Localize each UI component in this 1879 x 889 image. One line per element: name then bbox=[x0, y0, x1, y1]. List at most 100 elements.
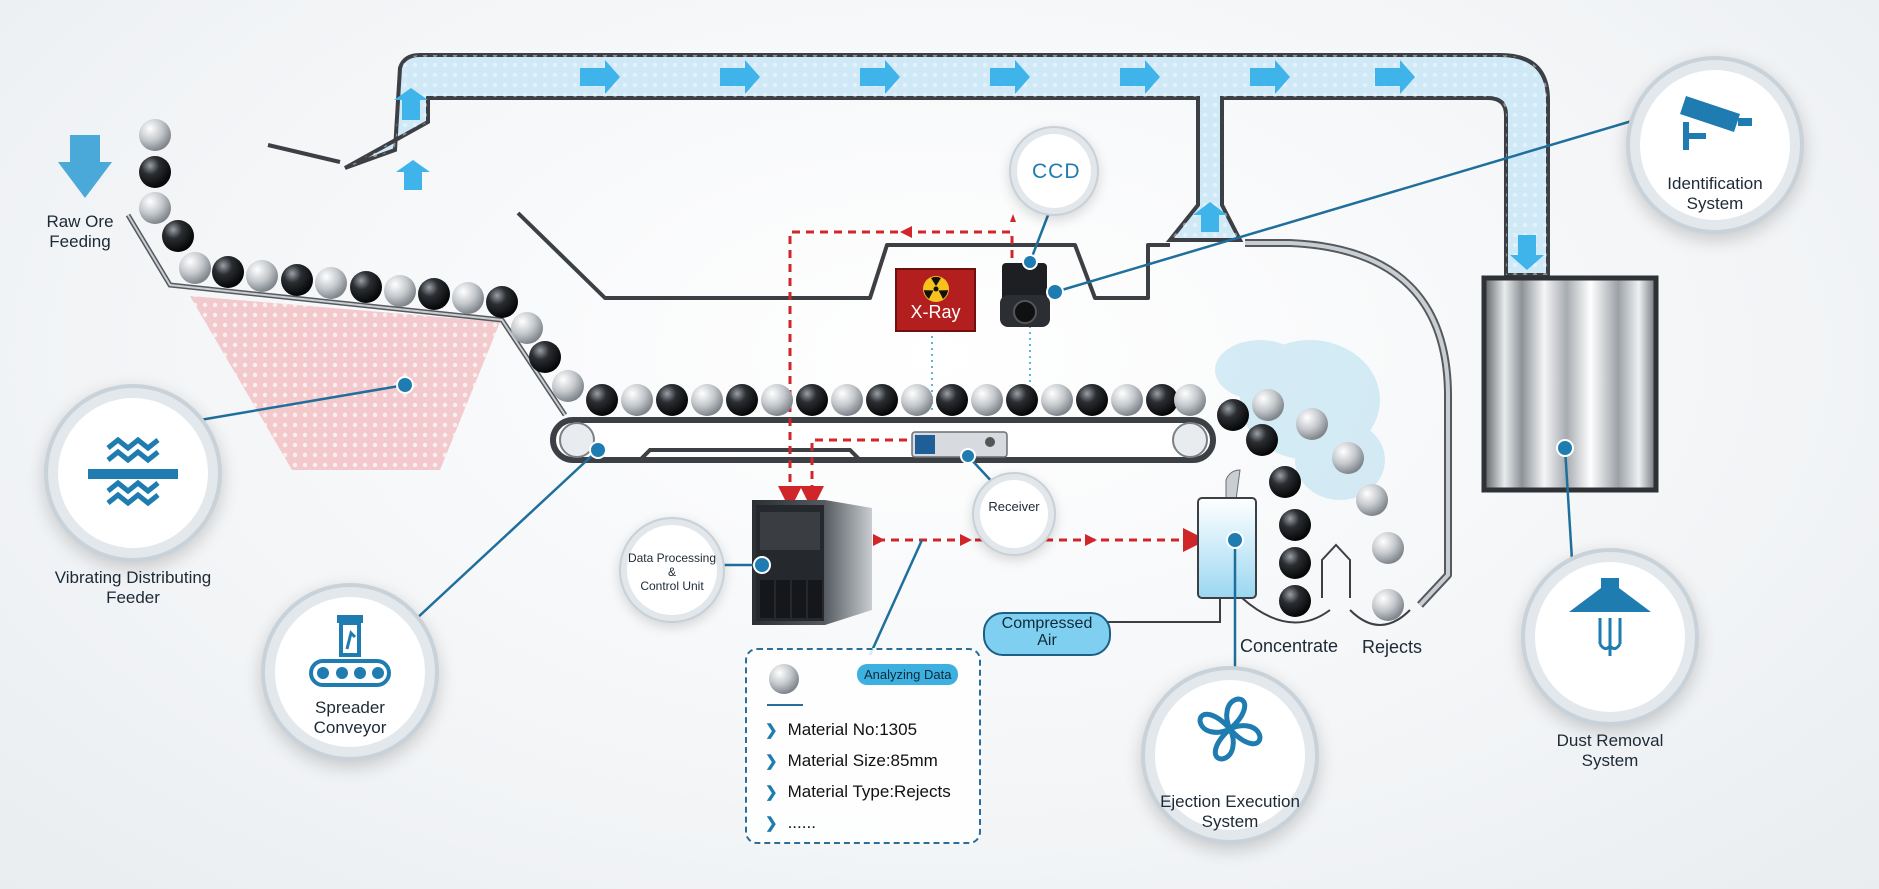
ore-ball bbox=[212, 256, 244, 288]
spreader-conveyor-badge bbox=[275, 597, 425, 747]
ore-ball bbox=[1356, 484, 1388, 516]
ore-ball bbox=[418, 278, 450, 310]
ore-ball bbox=[1246, 424, 1278, 456]
ore-ball bbox=[1006, 384, 1038, 416]
analyzing-data-panel: Analyzing Data ❯Material No:1305 ❯Materi… bbox=[745, 648, 981, 844]
ore-ball bbox=[1111, 384, 1143, 416]
ore-ball bbox=[936, 384, 968, 416]
ore-ball bbox=[552, 370, 584, 402]
airflow-arrow bbox=[720, 60, 760, 94]
ore-ball bbox=[1217, 399, 1249, 431]
ore-ball bbox=[901, 384, 933, 416]
vibrating-feeder-badge bbox=[58, 398, 208, 548]
server-unit bbox=[752, 500, 872, 625]
ore-ball bbox=[1252, 389, 1284, 421]
info-item: ❯Material No:1305 bbox=[765, 720, 917, 740]
signal-lines bbox=[778, 230, 1207, 552]
concentrate-label: Concentrate bbox=[1240, 636, 1339, 656]
signal-arrowheads bbox=[873, 214, 1097, 546]
detection-beams bbox=[931, 320, 1031, 412]
ore-ball bbox=[726, 384, 758, 416]
ore-sample-icon bbox=[769, 664, 799, 694]
info-item-text: Material No:1305 bbox=[787, 720, 918, 739]
identification-badge bbox=[1640, 70, 1790, 220]
ejector-nozzle bbox=[1107, 469, 1411, 626]
ore-ball bbox=[315, 267, 347, 299]
radiation-icon bbox=[922, 276, 949, 302]
chevron-right-icon: ❯ bbox=[765, 815, 778, 832]
info-item-text: Material Type:Rejects bbox=[787, 782, 951, 801]
ore-ball bbox=[350, 271, 382, 303]
vibrating-feeder-hopper bbox=[125, 213, 568, 470]
airflow-arrow bbox=[1120, 60, 1160, 94]
camera-icon bbox=[1680, 96, 1752, 150]
ore-ball bbox=[1279, 509, 1311, 541]
dust-collector bbox=[1481, 275, 1659, 493]
info-item: ❯...... bbox=[765, 813, 816, 833]
ore-ball bbox=[831, 384, 863, 416]
ore-ball bbox=[1279, 547, 1311, 579]
data-processing-label: Data Processing & Control Unit bbox=[627, 551, 717, 593]
chevron-right-icon: ❯ bbox=[765, 753, 778, 770]
spreader-conveyor-label: Spreader Conveyor bbox=[313, 698, 387, 737]
ore-ball bbox=[691, 384, 723, 416]
ore-ball bbox=[384, 275, 416, 307]
info-item: ❯ Material Size:85mm bbox=[765, 751, 938, 771]
ore-ball bbox=[139, 119, 171, 151]
ore-ball bbox=[1332, 442, 1364, 474]
ccd-badge bbox=[1017, 134, 1091, 208]
receiver-badge bbox=[980, 480, 1048, 548]
callout-lines bbox=[199, 116, 1643, 680]
identification-label: Identification System bbox=[1667, 174, 1763, 213]
ore-ball bbox=[656, 384, 688, 416]
analyzing-data-tag: Analyzing Data bbox=[857, 664, 959, 685]
dust-removal-label: Dust Removal System bbox=[1556, 731, 1664, 770]
feed-arrow bbox=[58, 135, 112, 198]
ore-ball bbox=[139, 192, 171, 224]
airflow-arrow bbox=[990, 60, 1030, 94]
dust-removal-badge bbox=[1535, 562, 1685, 712]
ore-ball bbox=[511, 312, 543, 344]
conveyor-belt bbox=[550, 417, 1216, 463]
ore-ball bbox=[1296, 408, 1328, 440]
airflow-arrow bbox=[580, 60, 620, 94]
ore-ball bbox=[761, 384, 793, 416]
airflow-arrow bbox=[1375, 60, 1415, 94]
receiver-label: Receiver bbox=[988, 499, 1040, 514]
airflow-arrows bbox=[394, 60, 1544, 270]
ore-ball bbox=[1372, 589, 1404, 621]
ore-ball bbox=[281, 264, 313, 296]
ejection-label: Ejection Execution System bbox=[1160, 792, 1300, 831]
ore-ball bbox=[486, 286, 518, 318]
info-item: ❯Material Type:Rejects bbox=[765, 782, 951, 802]
ore-ball bbox=[1269, 466, 1301, 498]
ccd-label: CCD bbox=[1032, 160, 1081, 183]
xray-source: X-Ray bbox=[895, 268, 976, 332]
ore-ball bbox=[971, 384, 1003, 416]
compressed-air-pill: Compressed Air bbox=[983, 612, 1111, 656]
airflow-arrow bbox=[1193, 202, 1227, 232]
air-duct bbox=[344, 53, 1550, 277]
ore-ball bbox=[246, 260, 278, 292]
ore-ball bbox=[139, 156, 171, 188]
airflow-arrow bbox=[394, 88, 428, 120]
ore-balls bbox=[139, 119, 1404, 621]
xray-label: X-Ray bbox=[910, 302, 961, 322]
ore-ball bbox=[586, 384, 618, 416]
airflow-arrow bbox=[1510, 235, 1544, 270]
info-item-text: ...... bbox=[787, 813, 816, 832]
compressed-air-label: Compressed Air bbox=[1001, 615, 1093, 649]
info-item-text: Material Size:85mm bbox=[787, 751, 938, 770]
vibrating-feeder-label: Vibrating Distributing Feeder bbox=[54, 568, 212, 607]
ore-ball bbox=[1174, 384, 1206, 416]
ore-ball bbox=[162, 220, 194, 252]
airflow-arrow bbox=[860, 60, 900, 94]
fan-icon bbox=[1197, 696, 1263, 762]
rejects-label: Rejects bbox=[1362, 637, 1423, 657]
ore-ball bbox=[866, 384, 898, 416]
receiver-device bbox=[911, 431, 1008, 458]
ore-ball bbox=[1076, 384, 1108, 416]
airflow-arrow bbox=[1250, 60, 1290, 94]
chute-hood bbox=[267, 143, 1453, 608]
data-processing-badge bbox=[627, 525, 717, 615]
